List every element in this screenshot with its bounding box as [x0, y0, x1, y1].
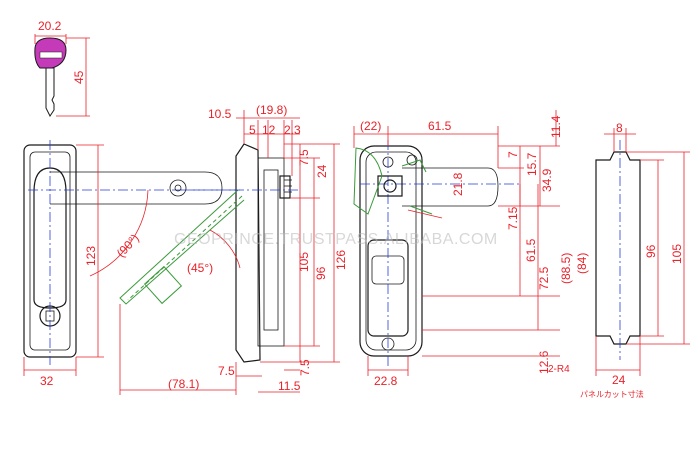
front-height-label: 123 — [84, 246, 98, 266]
rear-bottom-label: 22.8 — [374, 374, 398, 388]
rear-view: (22) 61.5 11.4 34.9 7 15.7 21.8 7.15 61.… — [353, 110, 589, 388]
side-right-c: 105 — [297, 252, 311, 272]
cutout-height-a: 96 — [644, 244, 658, 258]
rear-inner-c: 21.8 — [451, 172, 465, 196]
rear-right-g: 12.6 — [537, 350, 551, 374]
side-profile — [235, 143, 261, 363]
rear-right-f: (84) — [575, 253, 589, 274]
key-height-label: 45 — [72, 70, 86, 84]
open-angle-label: (90°) — [114, 231, 142, 260]
cutout-view: 8 96 105 24 パネルカット寸法 — [580, 121, 690, 399]
rear-body — [359, 145, 423, 357]
side-bottom-a: 7.5 — [218, 364, 235, 378]
cutout-height-b: 105 — [670, 244, 684, 264]
rear-inner-d: 7.15 — [506, 206, 520, 230]
key-blade — [45, 67, 55, 117]
side-bottom-c: 11.5 — [278, 379, 301, 393]
front-width-label: 32 — [40, 374, 54, 388]
rear-dim-small: 2-R4 — [548, 364, 570, 375]
swing-length-label: (78.1) — [168, 377, 199, 391]
side-right-d: 96 — [314, 266, 328, 280]
side-right-a: 7.5 — [297, 149, 311, 166]
rear-right-a: 11.4 — [549, 115, 563, 138]
swing-angle-label: (45°) — [187, 261, 213, 275]
cutout-caption: パネルカット寸法 — [580, 389, 644, 399]
side-top-c: 5 — [249, 123, 256, 137]
rear-top-a: (22) — [360, 119, 381, 133]
side-top-d: 12 — [262, 123, 276, 137]
rear-top-b: 61.5 — [428, 119, 452, 133]
rear-inner-a: 7 — [506, 151, 520, 158]
rear-swung-latch — [353, 147, 383, 215]
side-bottom-b: 7.5 — [298, 359, 312, 376]
cutout-bottom-label: 24 — [612, 373, 626, 387]
cutout-top-label: 8 — [616, 121, 623, 135]
rear-cam — [377, 175, 403, 197]
cutout-outline — [595, 151, 641, 345]
key-view: 20.2 45 — [34, 19, 90, 117]
side-right-e: 126 — [334, 250, 348, 270]
side-top-a: 10.5 — [208, 107, 232, 121]
rear-inner-b: 15.7 — [525, 152, 539, 176]
side-swung-handle — [119, 189, 245, 305]
handle-grip — [33, 167, 67, 309]
rear-right-e: (88.5) — [559, 253, 573, 284]
key-width-label: 20.2 — [38, 19, 62, 33]
side-view: (45°) 10.5 (19.8) 5 12 2.3 7.5 24 105 96… — [119, 103, 348, 395]
key-label — [39, 51, 63, 59]
handle-swung — [50, 171, 223, 205]
watermark: GEOPRINCE.TRUSTPASS.ALIBABA.COM — [174, 231, 498, 248]
rear-right-d: 72.5 — [537, 266, 551, 290]
side-top-e: 2.3 — [284, 123, 301, 137]
rear-right-b: 34.9 — [540, 168, 554, 192]
side-right-b: 24 — [315, 164, 329, 178]
rear-right-c: 61.5 — [524, 238, 538, 262]
side-top-b: (19.8) — [256, 103, 287, 117]
